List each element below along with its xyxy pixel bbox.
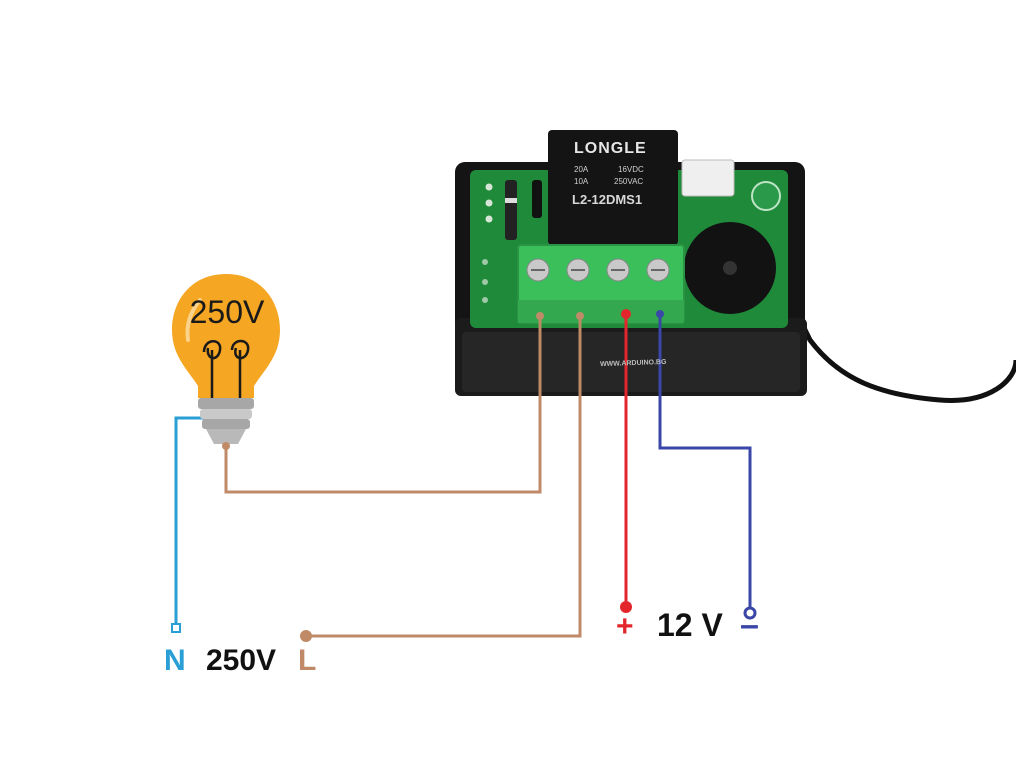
terminal-block-base: [518, 300, 684, 323]
wires: [174, 314, 752, 638]
wire-live: [306, 316, 582, 638]
relay-brand-label: LONGLE: [574, 140, 647, 157]
terminal-dot: [536, 312, 544, 320]
module-front-lip: [462, 332, 800, 392]
dc-voltage-label: 12 V: [657, 607, 723, 643]
negative-label: –: [740, 606, 759, 644]
pcb-logo: [751, 181, 781, 211]
bulb-filament: [202, 339, 250, 360]
pcb-via: [482, 297, 488, 303]
relay-spec-16vdc: 16VDC: [618, 165, 644, 174]
pcb-via: [482, 279, 488, 285]
neutral-label: N: [164, 644, 186, 677]
positive-label: +: [616, 610, 634, 643]
terminal-dot: [656, 310, 664, 318]
bulb-contact: [222, 442, 230, 450]
bulb-base: [198, 398, 254, 409]
negative-terminal-dot: [743, 606, 757, 620]
wire-negative: [658, 314, 752, 612]
diode-band: [505, 198, 517, 203]
bulb-base: [200, 409, 252, 419]
pcb-via: [485, 215, 493, 223]
live-label: L: [298, 644, 317, 677]
live-terminal-dot: [300, 630, 312, 642]
pcb-via: [485, 183, 493, 191]
bulb-voltage-label: 250V: [189, 294, 265, 330]
bulb-glass: [172, 274, 280, 398]
relay: [548, 130, 678, 245]
relay-spec-10a: 10A: [574, 177, 589, 186]
relay-spec-250vac: 250VAC: [614, 177, 644, 186]
diode: [532, 180, 542, 218]
diode: [505, 180, 517, 240]
pcb-via: [485, 199, 493, 207]
light-bulb-icon: [172, 274, 280, 450]
bulb-base: [202, 419, 250, 429]
pcb-via: [482, 259, 488, 265]
wire-neutral: [174, 416, 204, 628]
probe-connector: [681, 159, 735, 197]
relay-model-label: L2-12DMS1: [572, 192, 643, 207]
terminal-dot: [621, 309, 631, 319]
relay-spec-20a: 20A: [574, 165, 589, 174]
thermostat-module: [455, 130, 807, 396]
mains-voltage-label: 250V: [206, 644, 277, 677]
bulb-highlight: [185, 298, 202, 342]
positive-terminal-dot: [620, 601, 632, 613]
bulb-base-tip: [206, 429, 246, 444]
wire-lamp-to-relay: [224, 316, 542, 494]
buzzer-port: [723, 261, 737, 275]
neutral-terminal-dot: [171, 623, 181, 633]
terminal-dot: [576, 312, 584, 320]
